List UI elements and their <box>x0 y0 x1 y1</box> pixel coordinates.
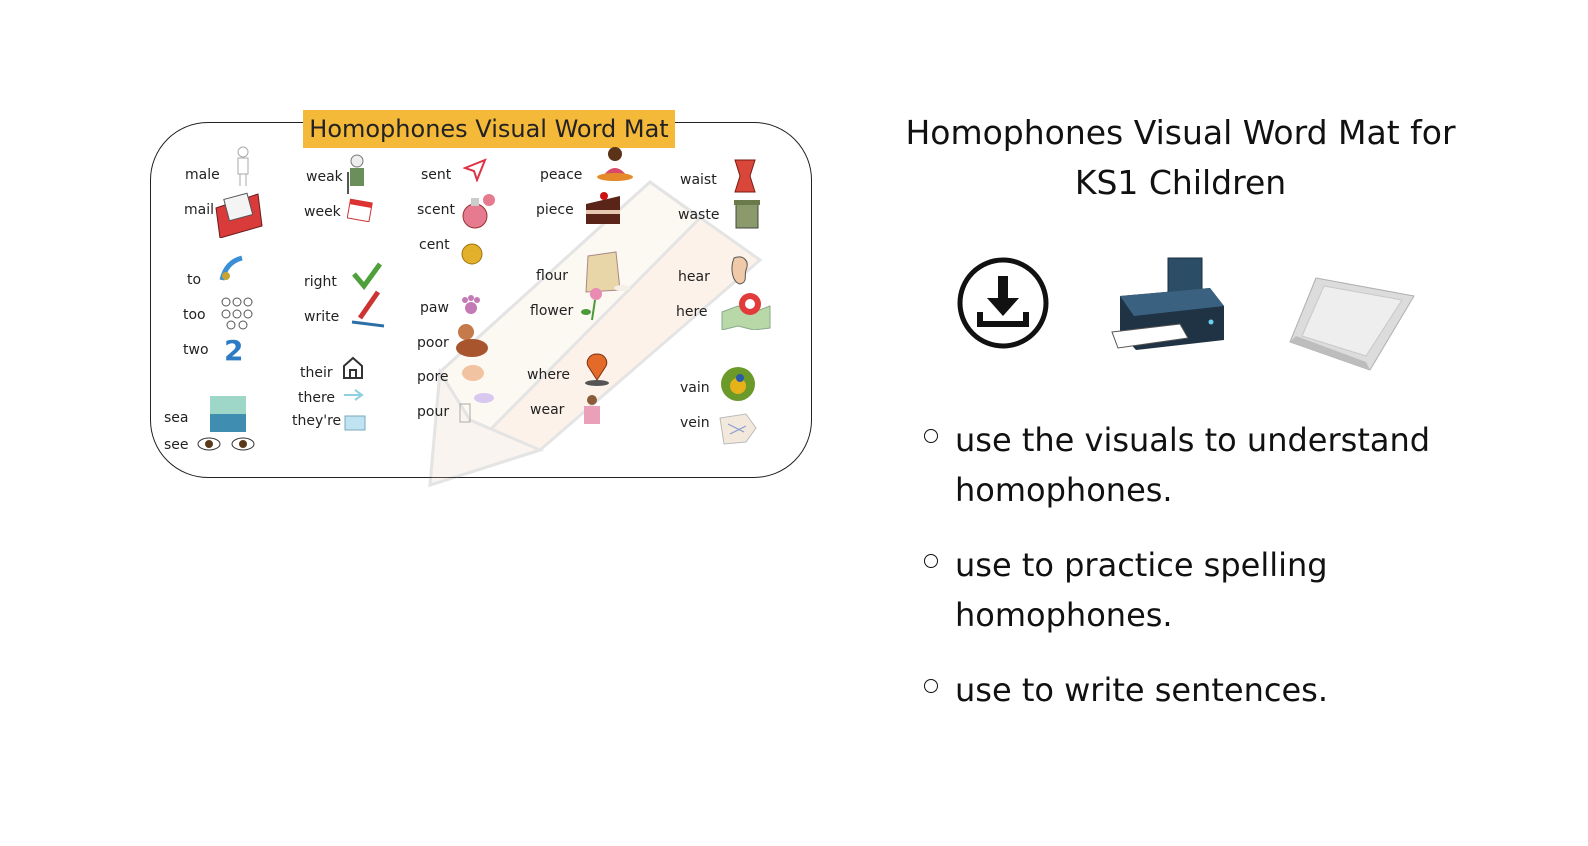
pouring-icon <box>456 390 496 426</box>
coin-icon <box>460 242 484 266</box>
word-poor: poor <box>417 335 449 351</box>
word-theyre: they're <box>292 413 342 429</box>
paw-icon <box>460 294 482 316</box>
trash-bin-icon <box>732 196 762 230</box>
word-pour: pour <box>417 404 450 420</box>
page-heading: Homophones Visual Word Mat for KS1 Child… <box>893 108 1468 208</box>
list-item: use to practice spelling homophones. <box>922 540 1462 640</box>
word-paw: paw <box>420 300 449 316</box>
tick-icon <box>352 262 382 290</box>
word-vein: vein <box>680 415 710 431</box>
number-two-icon: 2 <box>222 334 246 364</box>
meditation-icon <box>595 146 635 182</box>
poor-person-icon <box>452 322 492 358</box>
bullet-circle-icon <box>924 429 938 443</box>
word-peace: peace <box>540 167 583 183</box>
waist-icon <box>732 158 758 194</box>
word-write: write <box>304 309 340 325</box>
house-icon <box>342 356 364 380</box>
laminate-pouch-icon <box>1288 272 1416 376</box>
envelope-icon <box>214 186 264 238</box>
calendar-icon <box>347 196 373 222</box>
location-pin-icon <box>582 352 612 386</box>
group-people-icon <box>218 296 256 330</box>
perfume-icon <box>461 190 497 230</box>
word-week: week <box>304 204 341 220</box>
word-weak: weak <box>306 169 343 185</box>
word-flour: flour <box>536 268 569 284</box>
eyes-icon <box>197 434 255 454</box>
heading-line-2: KS1 Children <box>1074 163 1287 202</box>
word-cent: cent <box>419 237 450 253</box>
feature-list: use the visuals to understand homophones… <box>922 415 1462 740</box>
paper-plane-icon <box>463 158 487 182</box>
word-there: there <box>298 390 336 406</box>
word-piece: piece <box>536 202 574 218</box>
clothes-icon <box>576 394 608 428</box>
word-mail: mail <box>184 202 214 218</box>
pointing-icon <box>342 388 366 402</box>
word-their: their <box>300 365 333 381</box>
svg-text:2: 2 <box>224 334 243 364</box>
word-hear: hear <box>678 269 710 285</box>
word-wear: wear <box>530 402 565 418</box>
sea-icon <box>210 396 246 432</box>
word-to: to <box>187 272 202 288</box>
word-waste: waste <box>678 207 720 223</box>
peacock-icon <box>718 364 760 406</box>
word-flower: flower <box>530 303 574 319</box>
list-item: use the visuals to understand homophones… <box>922 415 1462 515</box>
cake-slice-icon <box>584 190 624 228</box>
word-two: two <box>183 342 209 358</box>
word-sea: sea <box>164 410 189 426</box>
heading-line-1: Homophones Visual Word Mat for <box>905 113 1456 152</box>
map-pin-icon <box>720 290 772 330</box>
word-scent: scent <box>417 202 455 218</box>
flour-bag-icon <box>582 246 630 294</box>
word-waist: waist <box>680 172 717 188</box>
word-pore: pore <box>417 369 449 385</box>
bullet-circle-icon <box>924 554 938 568</box>
pen-writing-icon <box>350 290 386 328</box>
word-see: see <box>164 437 189 453</box>
word-here: here <box>676 304 708 320</box>
elderly-person-icon <box>345 154 369 194</box>
ear-hand-icon <box>726 252 758 288</box>
word-male: male <box>185 167 220 183</box>
word-sent: sent <box>421 167 452 183</box>
word-right: right <box>304 274 337 290</box>
word-vain: vain <box>680 380 710 396</box>
download-icon <box>956 256 1050 354</box>
list-item: use to write sentences. <box>922 665 1462 715</box>
bullet-circle-icon <box>924 679 938 693</box>
printer-icon <box>1106 254 1226 358</box>
direction-arrow-icon <box>218 252 248 284</box>
word-mat-title: Homophones Visual Word Mat <box>303 110 675 148</box>
skin-pore-icon <box>460 362 486 384</box>
person-icon <box>233 146 253 186</box>
flower-icon <box>580 286 610 322</box>
word-mat-frame <box>150 122 812 478</box>
hand-veins-icon <box>716 408 760 448</box>
word-too: too <box>183 307 206 323</box>
people-icon <box>344 414 366 432</box>
word-where: where <box>527 367 570 383</box>
